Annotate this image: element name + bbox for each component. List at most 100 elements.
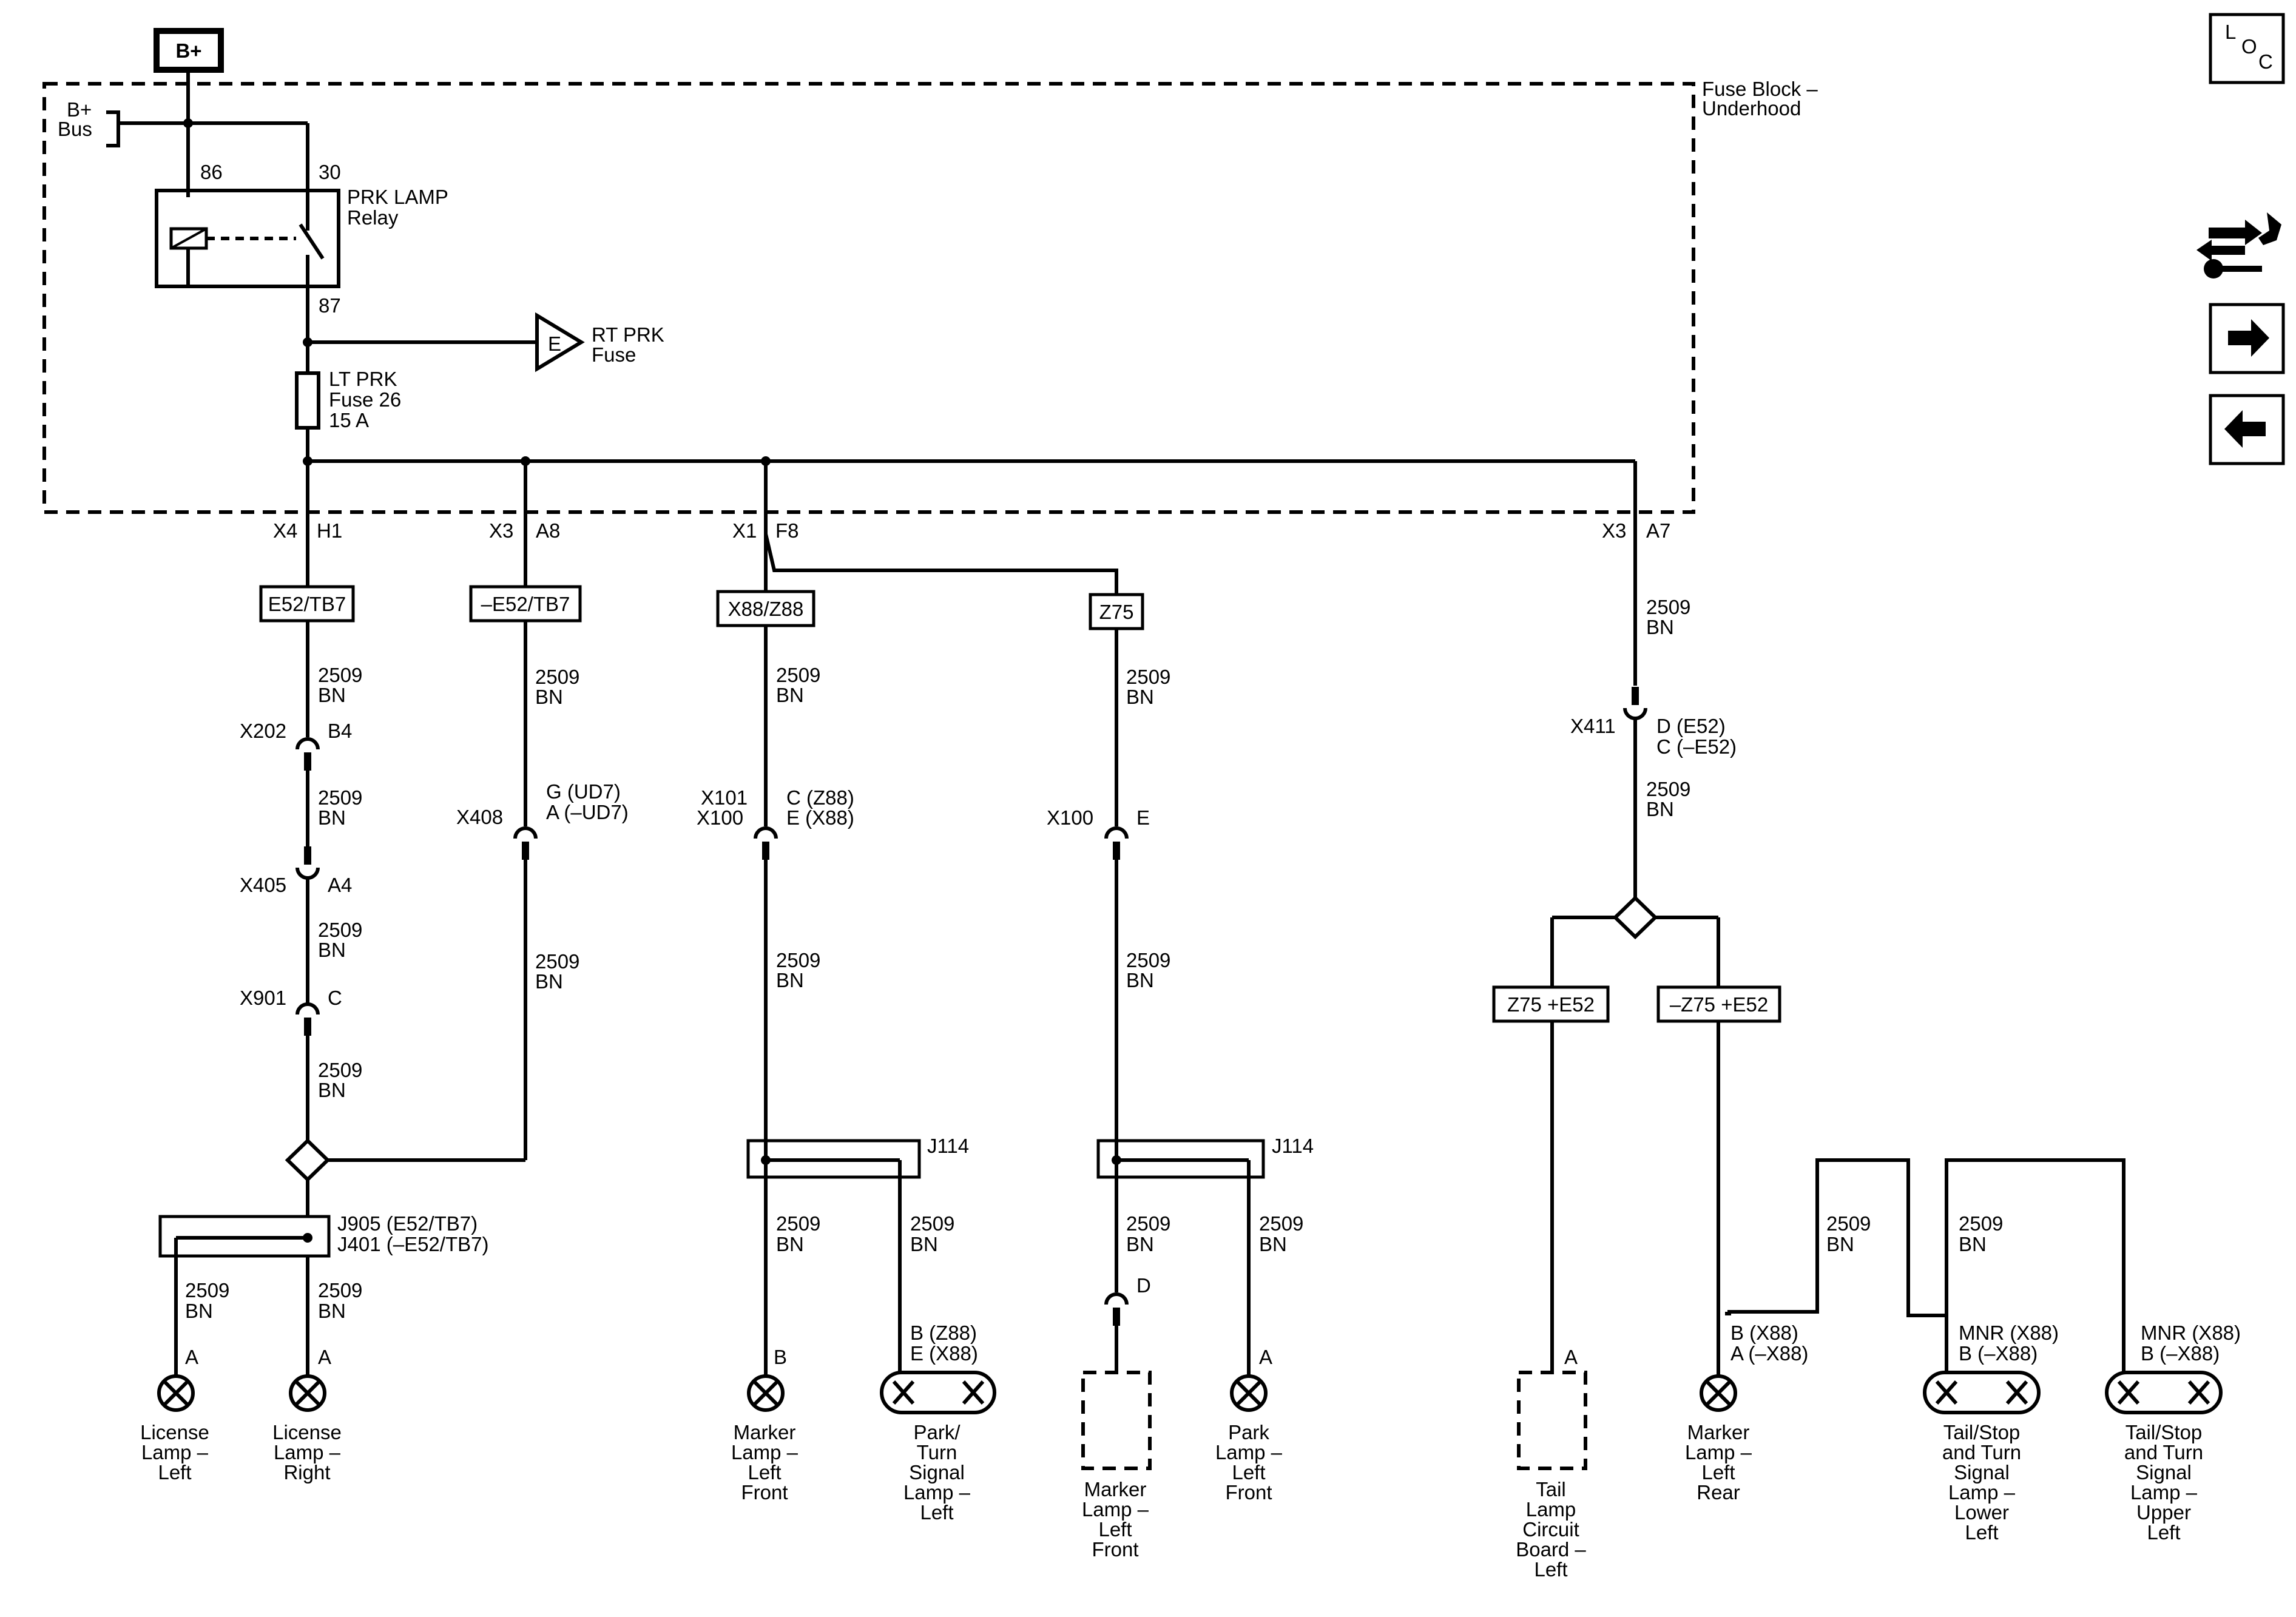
wire-c5-circuit-a: 2509	[1646, 596, 1690, 618]
loc-l: L	[2225, 21, 2236, 43]
lbl-tail-board-1: Tail	[1536, 1478, 1566, 1501]
loc-icon[interactable]: L O C	[2209, 13, 2285, 84]
relay-pin-87: 87	[319, 294, 341, 317]
x411-pin-1: D (E52)	[1656, 715, 1726, 737]
lbl-park-front-2: Lamp –	[1215, 1441, 1283, 1463]
splice-j114-b	[1096, 1139, 1265, 1179]
marker-lamp-left-front-optional	[1081, 1371, 1152, 1470]
rt-prk-label-1: RT PRK	[592, 323, 664, 346]
lbl-tail-upper-4: Lamp –	[2130, 1481, 2198, 1504]
lbl-marker-rear-3: Left	[1701, 1461, 1735, 1484]
d-conn-pin: D	[1136, 1274, 1151, 1297]
wire-c2-circuit-a: 2509	[535, 666, 579, 688]
wire-c3-color-a: BN	[776, 684, 804, 706]
pin-park-turn-1: B (Z88)	[910, 1322, 977, 1344]
wire-mk-front-circuit: 2509	[776, 1212, 820, 1235]
conn-c2-pin: A8	[536, 519, 560, 542]
x901-pin: C	[328, 987, 342, 1009]
relay-name-1: PRK LAMP	[347, 186, 448, 208]
wire-park-front-color: BN	[1259, 1233, 1287, 1255]
x405-pin: A4	[328, 874, 352, 896]
lbl-park-front-1: Park	[1228, 1421, 1269, 1443]
splice-j905	[158, 1215, 331, 1258]
wire-mk-front-color: BN	[776, 1233, 804, 1255]
wire-c1-color-d: BN	[318, 1079, 346, 1101]
pin-tail-board: A	[1564, 1346, 1578, 1368]
marker-lamp-left-front	[747, 1374, 785, 1412]
loc-c: C	[2258, 50, 2273, 73]
option-e52-tb7	[259, 585, 355, 623]
lbl-marker-rear-2: Lamp –	[1685, 1441, 1752, 1463]
prk-lamp-relay	[155, 189, 340, 288]
lt-prk-label-2: Fuse 26	[329, 388, 401, 411]
tail-lamp-circuit-board-left	[1517, 1371, 1587, 1470]
license-lamp-left	[157, 1374, 195, 1412]
lbl-tail-board-5: Left	[1534, 1558, 1567, 1581]
pin-mk-rear-2: A (–X88)	[1730, 1342, 1808, 1365]
splice-j114-a	[746, 1139, 921, 1179]
lbl-license-right-3: Right	[283, 1461, 330, 1484]
lt-prk-label-3: 15 A	[329, 409, 369, 431]
lbl-license-right-2: Lamp –	[274, 1441, 341, 1463]
option-no-z75-e52-label: –Z75 +E52	[1670, 993, 1768, 1016]
lbl-tail-board-2: Lamp	[1526, 1498, 1576, 1521]
wrench-arrows-icon[interactable]	[2196, 212, 2281, 279]
lbl-park-turn-5: Left	[920, 1501, 953, 1524]
lbl-tail-lower-1: Tail/Stop	[1943, 1421, 2021, 1443]
park-turn-signal-lamp-left	[880, 1371, 996, 1414]
option-no-z75-e52	[1656, 985, 1781, 1023]
conn-c3-pin: F8	[775, 519, 799, 542]
wire-park-turn-circuit: 2509	[910, 1212, 954, 1235]
lbl-tail-upper-5: Upper	[2136, 1501, 2191, 1524]
lbl-marker-front-3: Left	[748, 1461, 781, 1484]
wire-c4-color-a: BN	[1126, 686, 1154, 708]
lbl-park-turn-3: Signal	[909, 1461, 965, 1484]
arrow-left-icon[interactable]	[2209, 394, 2285, 465]
pin-tail-upper-2: B (–X88)	[2141, 1342, 2220, 1365]
option-e52-tb7-label: E52/TB7	[268, 593, 346, 615]
battery-source-label: B+	[175, 39, 201, 62]
lbl-park-turn-4: Lamp –	[903, 1481, 971, 1504]
lbl-marker-front-2: Lamp –	[731, 1441, 799, 1463]
x101-pin-1: C (Z88)	[786, 786, 854, 809]
x901-label: X901	[240, 987, 286, 1009]
lbl-tail-lower-5: Lower	[1954, 1501, 2009, 1524]
wire-c3-color-b: BN	[776, 969, 804, 991]
wire-c4-circuit-b: 2509	[1126, 949, 1170, 971]
wire-c5-color-a: BN	[1646, 616, 1674, 638]
wire-c1-color-c: BN	[318, 939, 346, 961]
lt-prk-label-1: LT PRK	[329, 368, 397, 390]
lbl-marker-front-4: Front	[741, 1481, 788, 1504]
bplus-bus-label-1: B+	[67, 98, 92, 121]
x411-label: X411	[1570, 715, 1616, 737]
arrow-right-icon[interactable]	[2209, 303, 2285, 374]
conn-c1-pin: H1	[317, 519, 342, 542]
x411-pin-2: C (–E52)	[1656, 735, 1737, 758]
lbl-license-left-3: Left	[158, 1461, 191, 1484]
lbl-tail-upper-1: Tail/Stop	[2125, 1421, 2203, 1443]
rt-prk-fuse-reference	[535, 312, 585, 373]
x405-label: X405	[240, 874, 286, 896]
relay-name-2: Relay	[347, 206, 399, 229]
x101-label-2: X100	[697, 806, 743, 829]
wire-c2-color-a: BN	[535, 686, 563, 708]
lbl-tail-lower-6: Left	[1965, 1521, 1998, 1544]
lbl-tail-board-4: Board –	[1516, 1538, 1586, 1561]
lbl-tail-upper-6: Left	[2147, 1521, 2180, 1544]
lbl-license-left-1: License	[140, 1421, 209, 1443]
wire-park-front-circuit: 2509	[1259, 1212, 1303, 1235]
pin-tail-lower-2: B (–X88)	[1959, 1342, 2038, 1365]
wire-mk-front-opt-circuit: 2509	[1126, 1212, 1170, 1235]
splice-j905-label-2: J401 (–E52/TB7)	[337, 1233, 488, 1255]
conn-c3-name: X1	[732, 519, 757, 542]
wire-lic-right-color: BN	[318, 1300, 346, 1322]
lbl-tail-lower-4: Lamp –	[1948, 1481, 2016, 1504]
wire-tail-lower-circuit: 2509	[1826, 1212, 1871, 1235]
wire-lic-left-circuit: 2509	[185, 1279, 229, 1301]
wire-mk-front-opt-color: BN	[1126, 1233, 1154, 1255]
lbl-park-turn-1: Park/	[913, 1421, 961, 1443]
x408-label: X408	[456, 806, 503, 828]
merge-diamond-left	[285, 1138, 331, 1183]
lbl-tail-upper-3: Signal	[2136, 1461, 2192, 1484]
